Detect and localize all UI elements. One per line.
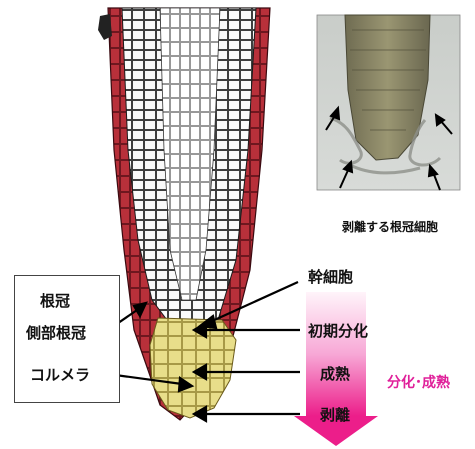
early-differentiation-label: 初期分化 <box>308 320 368 341</box>
differentiation-maturation-label: 分化･成熟 <box>387 372 450 392</box>
lateral-root-cap-label: 側部根冠 <box>26 322 86 343</box>
stem-cell-label: 幹細胞 <box>308 266 353 287</box>
columella-label: コルメラ <box>30 364 90 385</box>
maturation-label: 成熟 <box>320 363 350 384</box>
detachment-label: 剥離 <box>320 404 350 425</box>
root-cap-label: 根冠 <box>40 290 70 311</box>
photo-caption: 剥離する根冠細胞 <box>342 218 438 235</box>
dark-smear <box>98 14 112 40</box>
inset-photo <box>317 15 460 190</box>
